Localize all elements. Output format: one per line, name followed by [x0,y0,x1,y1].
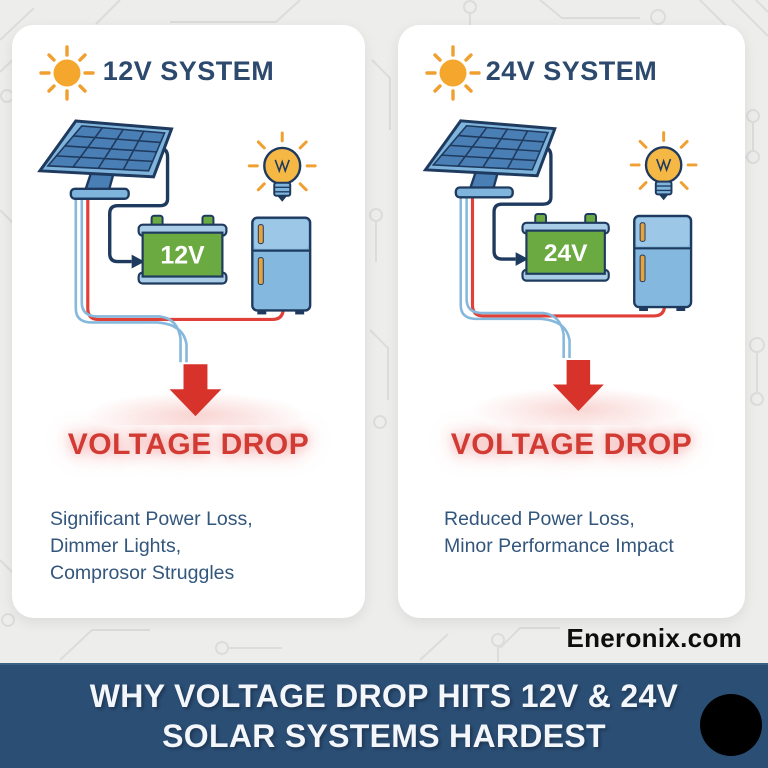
system-card-12v: 12V SYSTEM [12,25,365,618]
site-label: Eneronix.com [566,623,742,653]
desc-line: Dimmer Lights, [50,534,182,557]
wire-navy [108,146,170,269]
sun-icon [39,45,95,101]
wire-arrowhead [515,252,529,266]
battery-label: 24V [544,240,588,267]
desc-line: Comprosor Struggles [50,561,235,584]
wire-blue-pair [74,196,188,363]
wire-arrowhead [131,254,145,269]
black-dot [700,694,762,756]
desc-line: Minor Performance Impact [444,534,674,557]
sun-icon [425,45,481,101]
solar-system-diagram: 12V [37,119,317,425]
card-description: Reduced Power Loss, Minor Performance Im… [398,506,745,560]
desc-line: Reduced Power Loss, [444,508,635,530]
light-bulb-icon [247,131,317,202]
battery-icon: 24V [521,212,610,282]
banner-title-line1: WHY VOLTAGE DROP HITS 12V & 24V [89,678,679,715]
down-arrow-icon [552,360,604,411]
solar-panel-icon [37,119,174,200]
wire-blue-pair [459,195,571,359]
battery-icon: 12V [137,214,228,285]
card-title: 12V SYSTEM [102,56,275,86]
down-arrow-icon [169,364,222,417]
wire-red [470,195,667,318]
card-title: 24V SYSTEM [485,56,658,86]
solar-panel-icon [422,119,557,199]
refrigerator-icon [251,216,312,315]
light-bulb-icon [629,131,698,201]
wire-navy [492,145,553,266]
desc-line: Significant Power Loss, [50,508,253,530]
wire-red [86,196,285,322]
battery-label: 12V [160,242,205,270]
banner-title-line2: SOLAR SYSTEMS HARDEST [162,717,606,754]
bottom-banner: WHY VOLTAGE DROP HITS 12V & 24V SOLAR SY… [0,663,768,768]
solar-system-diagram: 24V [422,119,698,425]
system-card-24v: 24V SYSTEM [398,25,745,618]
refrigerator-icon [633,214,693,312]
voltage-drop-label: VOLTAGE DROP [67,428,310,461]
card-description: Significant Power Loss, Dimmer Lights, C… [12,506,365,587]
voltage-drop-label: VOLTAGE DROP [450,428,693,461]
